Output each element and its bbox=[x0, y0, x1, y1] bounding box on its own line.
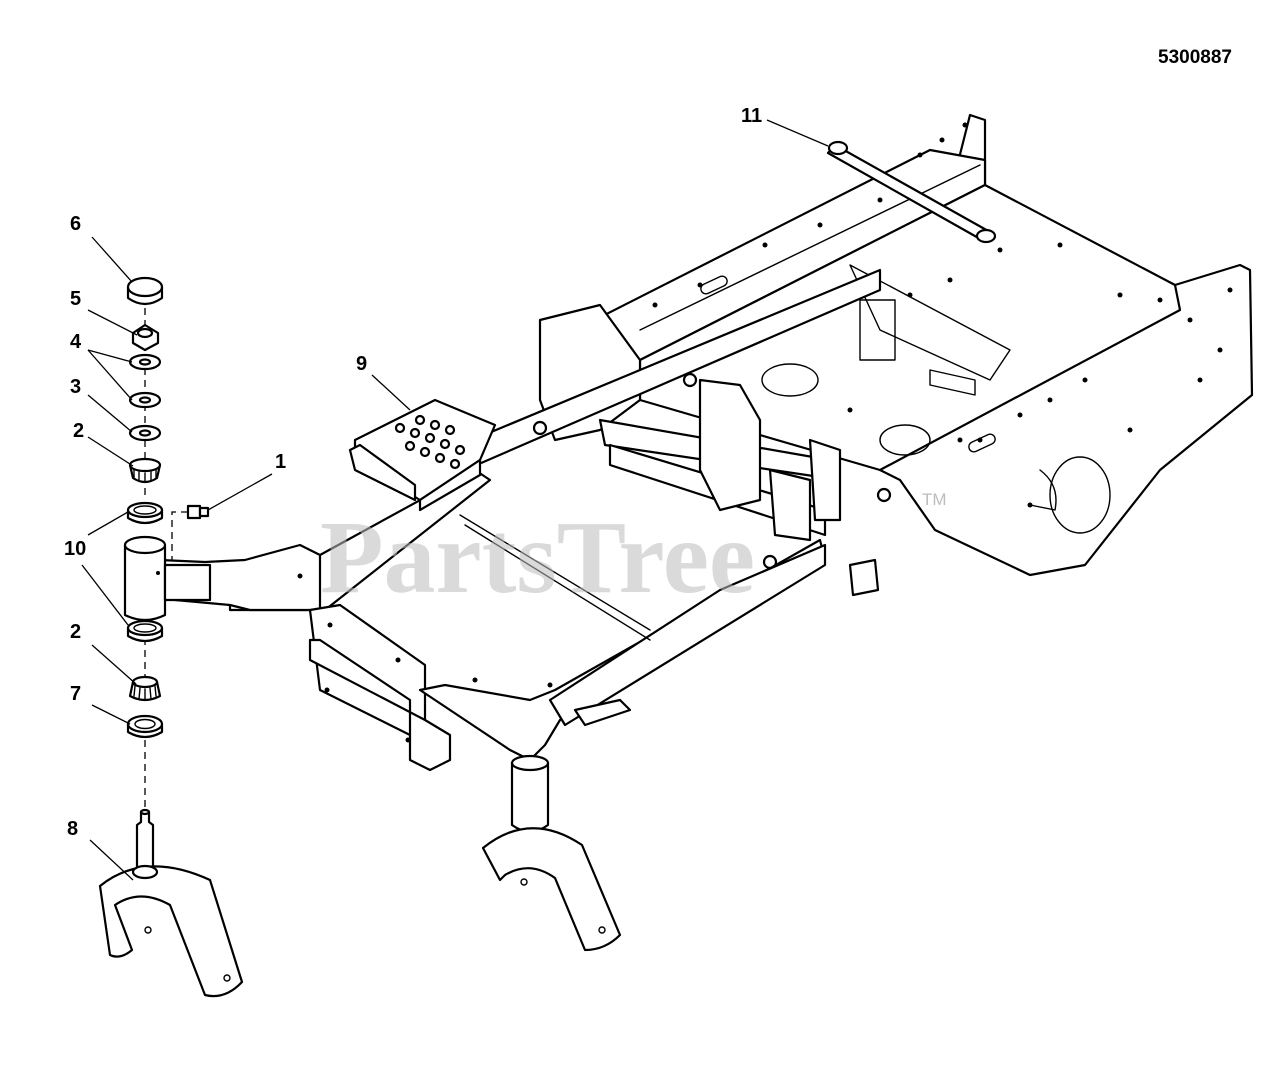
washer-4 bbox=[128, 353, 162, 371]
grease-fitting bbox=[171, 504, 210, 560]
callout-11: 11 bbox=[741, 105, 762, 127]
callout-8: 8 bbox=[67, 818, 78, 840]
callout-7: 7 bbox=[70, 683, 81, 705]
washer-3b bbox=[128, 424, 162, 442]
dust-cap bbox=[126, 276, 164, 306]
callout-10: 10 bbox=[64, 538, 86, 560]
bearing-lower bbox=[128, 675, 162, 702]
washer-3 bbox=[128, 391, 162, 409]
leader-lines bbox=[81, 119, 829, 881]
foot-plate bbox=[348, 398, 497, 512]
bearing-upper bbox=[128, 457, 162, 484]
watermark-trademark: TM bbox=[922, 490, 947, 509]
bearing-cup-lower bbox=[126, 619, 164, 643]
callout-1: 1 bbox=[275, 451, 286, 473]
callouts: 6 5 4 3 2 1 10 2 7 8 9 11 bbox=[64, 105, 762, 840]
rod-11 bbox=[826, 140, 997, 244]
exploded-parts bbox=[98, 140, 997, 998]
watermark: PartsTree bbox=[320, 500, 755, 615]
caster-fork bbox=[98, 808, 244, 998]
bearing-cup-upper bbox=[126, 501, 164, 525]
callout-3: 3 bbox=[70, 376, 81, 398]
callout-4: 4 bbox=[70, 331, 82, 353]
callout-6: 6 bbox=[70, 213, 81, 235]
callout-2-lower: 2 bbox=[70, 621, 81, 643]
callout-5: 5 bbox=[70, 288, 81, 310]
callout-2-upper: 2 bbox=[73, 420, 84, 442]
callout-9: 9 bbox=[356, 353, 367, 375]
hex-nut bbox=[131, 323, 160, 352]
spindle-housing bbox=[123, 535, 212, 622]
right-caster bbox=[481, 754, 622, 952]
drawing-number: 5300887 bbox=[1158, 47, 1232, 68]
seal bbox=[126, 714, 164, 739]
